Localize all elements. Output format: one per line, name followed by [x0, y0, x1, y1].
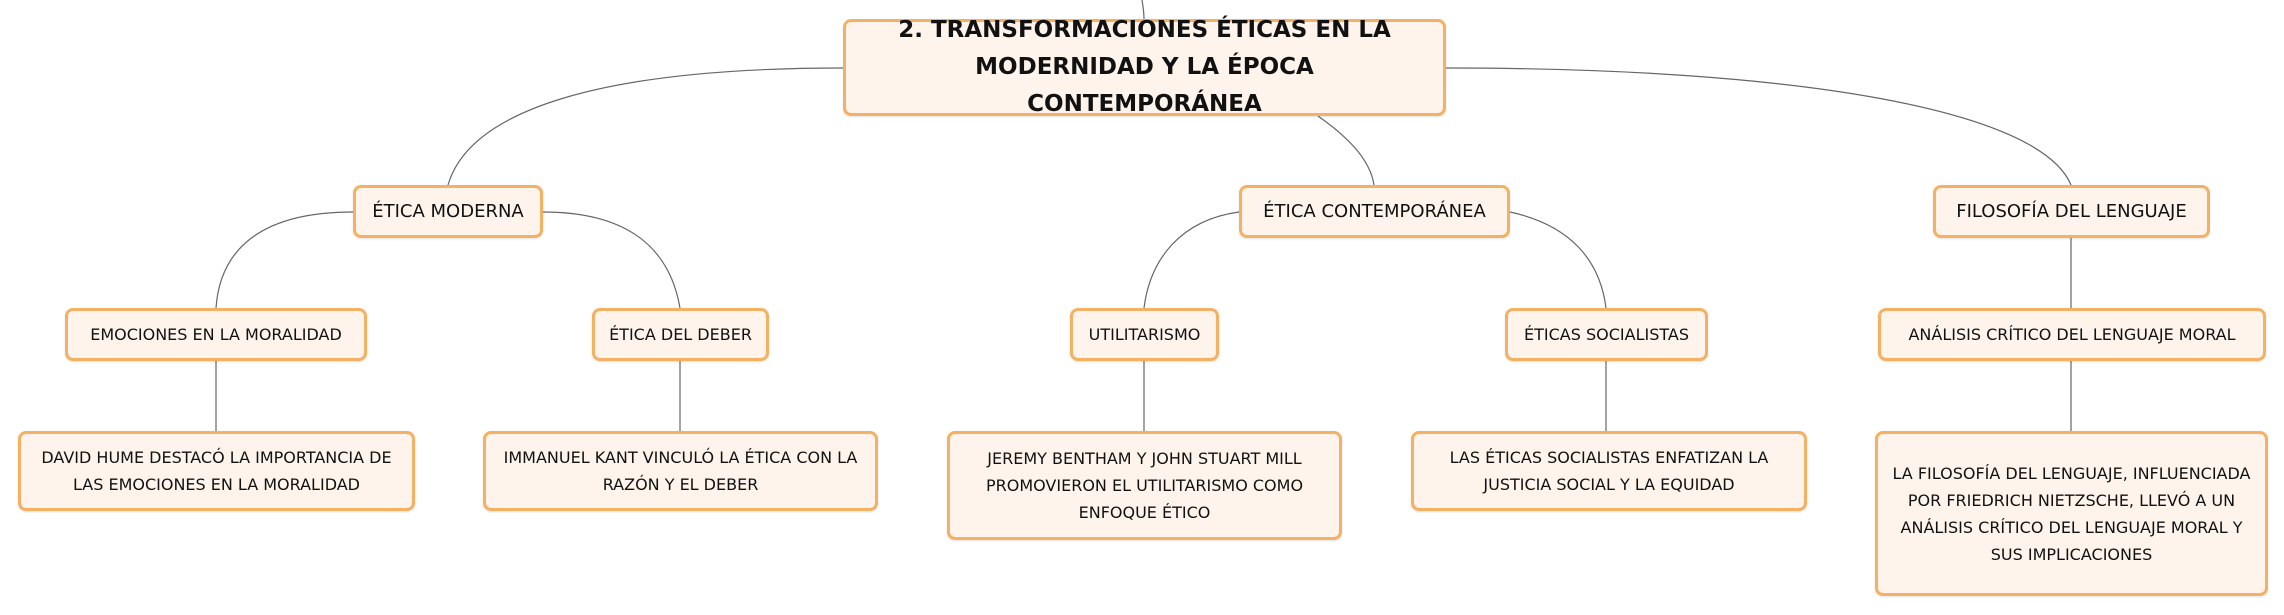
connector-moderna-emociones [215, 211, 354, 309]
detail-text: IMMANUEL KANT VINCULÓ LA ÉTICA CON LA RA… [503, 448, 858, 494]
connector-contemporanea-utilitarismo [1143, 211, 1240, 309]
topic-etica-moderna[interactable]: ÉTICA MODERNA [353, 185, 543, 238]
detail-bentham-mill[interactable]: JEREMY BENTHAM Y JOHN STUART MILL PROMOV… [947, 431, 1342, 540]
connector-root-moderna [447, 67, 844, 186]
root-topic[interactable]: 2. TRANSFORMACIONES ÉTICAS EN LA MODERNI… [843, 17, 1446, 117]
subtopic-label: ANÁLISIS CRÍTICO DEL LENGUAJE MORAL [1908, 324, 2236, 344]
subtopic-utilitarismo[interactable]: UTILITARISMO [1070, 308, 1219, 361]
detail-david-hume[interactable]: DAVID HUME DESTACÓ LA IMPORTANCIA DE LAS… [18, 431, 415, 511]
connector-contemporanea-socialistas [1509, 211, 1607, 309]
detail-text: DAVID HUME DESTACÓ LA IMPORTANCIA DE LAS… [41, 448, 392, 494]
subtopic-eticas-socialistas[interactable]: ÉTICAS SOCIALISTAS [1505, 308, 1708, 361]
connector-root-contemporanea [1317, 115, 1375, 186]
subtopic-etica-del-deber[interactable]: ÉTICA DEL DEBER [592, 308, 769, 361]
connector-root-lenguaje [1445, 67, 2072, 186]
connector-moderna-deber [542, 211, 681, 309]
subtopic-label: ÉTICA DEL DEBER [609, 324, 752, 344]
root-topic-label: 2. TRANSFORMACIONES ÉTICAS EN LA MODERNI… [898, 17, 1391, 117]
subtopic-analisis-critico[interactable]: ANÁLISIS CRÍTICO DEL LENGUAJE MORAL [1878, 308, 2266, 361]
subtopic-emociones-en-la-moralidad[interactable]: EMOCIONES EN LA MORALIDAD [65, 308, 367, 361]
detail-text: JEREMY BENTHAM Y JOHN STUART MILL PROMOV… [985, 449, 1304, 522]
detail-eticas-socialistas[interactable]: LAS ÉTICAS SOCIALISTAS ENFATIZAN LA JUST… [1411, 431, 1807, 511]
subtopic-label: UTILITARISMO [1088, 324, 1201, 344]
topic-label: ÉTICA CONTEMPORÁNEA [1263, 200, 1486, 222]
topic-label: FILOSOFÍA DEL LENGUAJE [1956, 200, 2187, 222]
subtopic-label: EMOCIONES EN LA MORALIDAD [90, 324, 342, 344]
topic-filosofia-del-lenguaje[interactable]: FILOSOFÍA DEL LENGUAJE [1933, 185, 2210, 238]
detail-immanuel-kant[interactable]: IMMANUEL KANT VINCULÓ LA ÉTICA CON LA RA… [483, 431, 878, 511]
detail-text: LAS ÉTICAS SOCIALISTAS ENFATIZAN LA JUST… [1449, 448, 1769, 494]
subtopic-label: ÉTICAS SOCIALISTAS [1524, 324, 1689, 344]
detail-nietzsche[interactable]: LA FILOSOFÍA DEL LENGUAJE, INFLUENCIADA … [1875, 431, 2268, 596]
topic-label: ÉTICA MODERNA [372, 200, 524, 222]
detail-text: LA FILOSOFÍA DEL LENGUAJE, INFLUENCIADA … [1892, 463, 2251, 564]
topic-etica-contemporanea[interactable]: ÉTICA CONTEMPORÁNEA [1239, 185, 1510, 238]
